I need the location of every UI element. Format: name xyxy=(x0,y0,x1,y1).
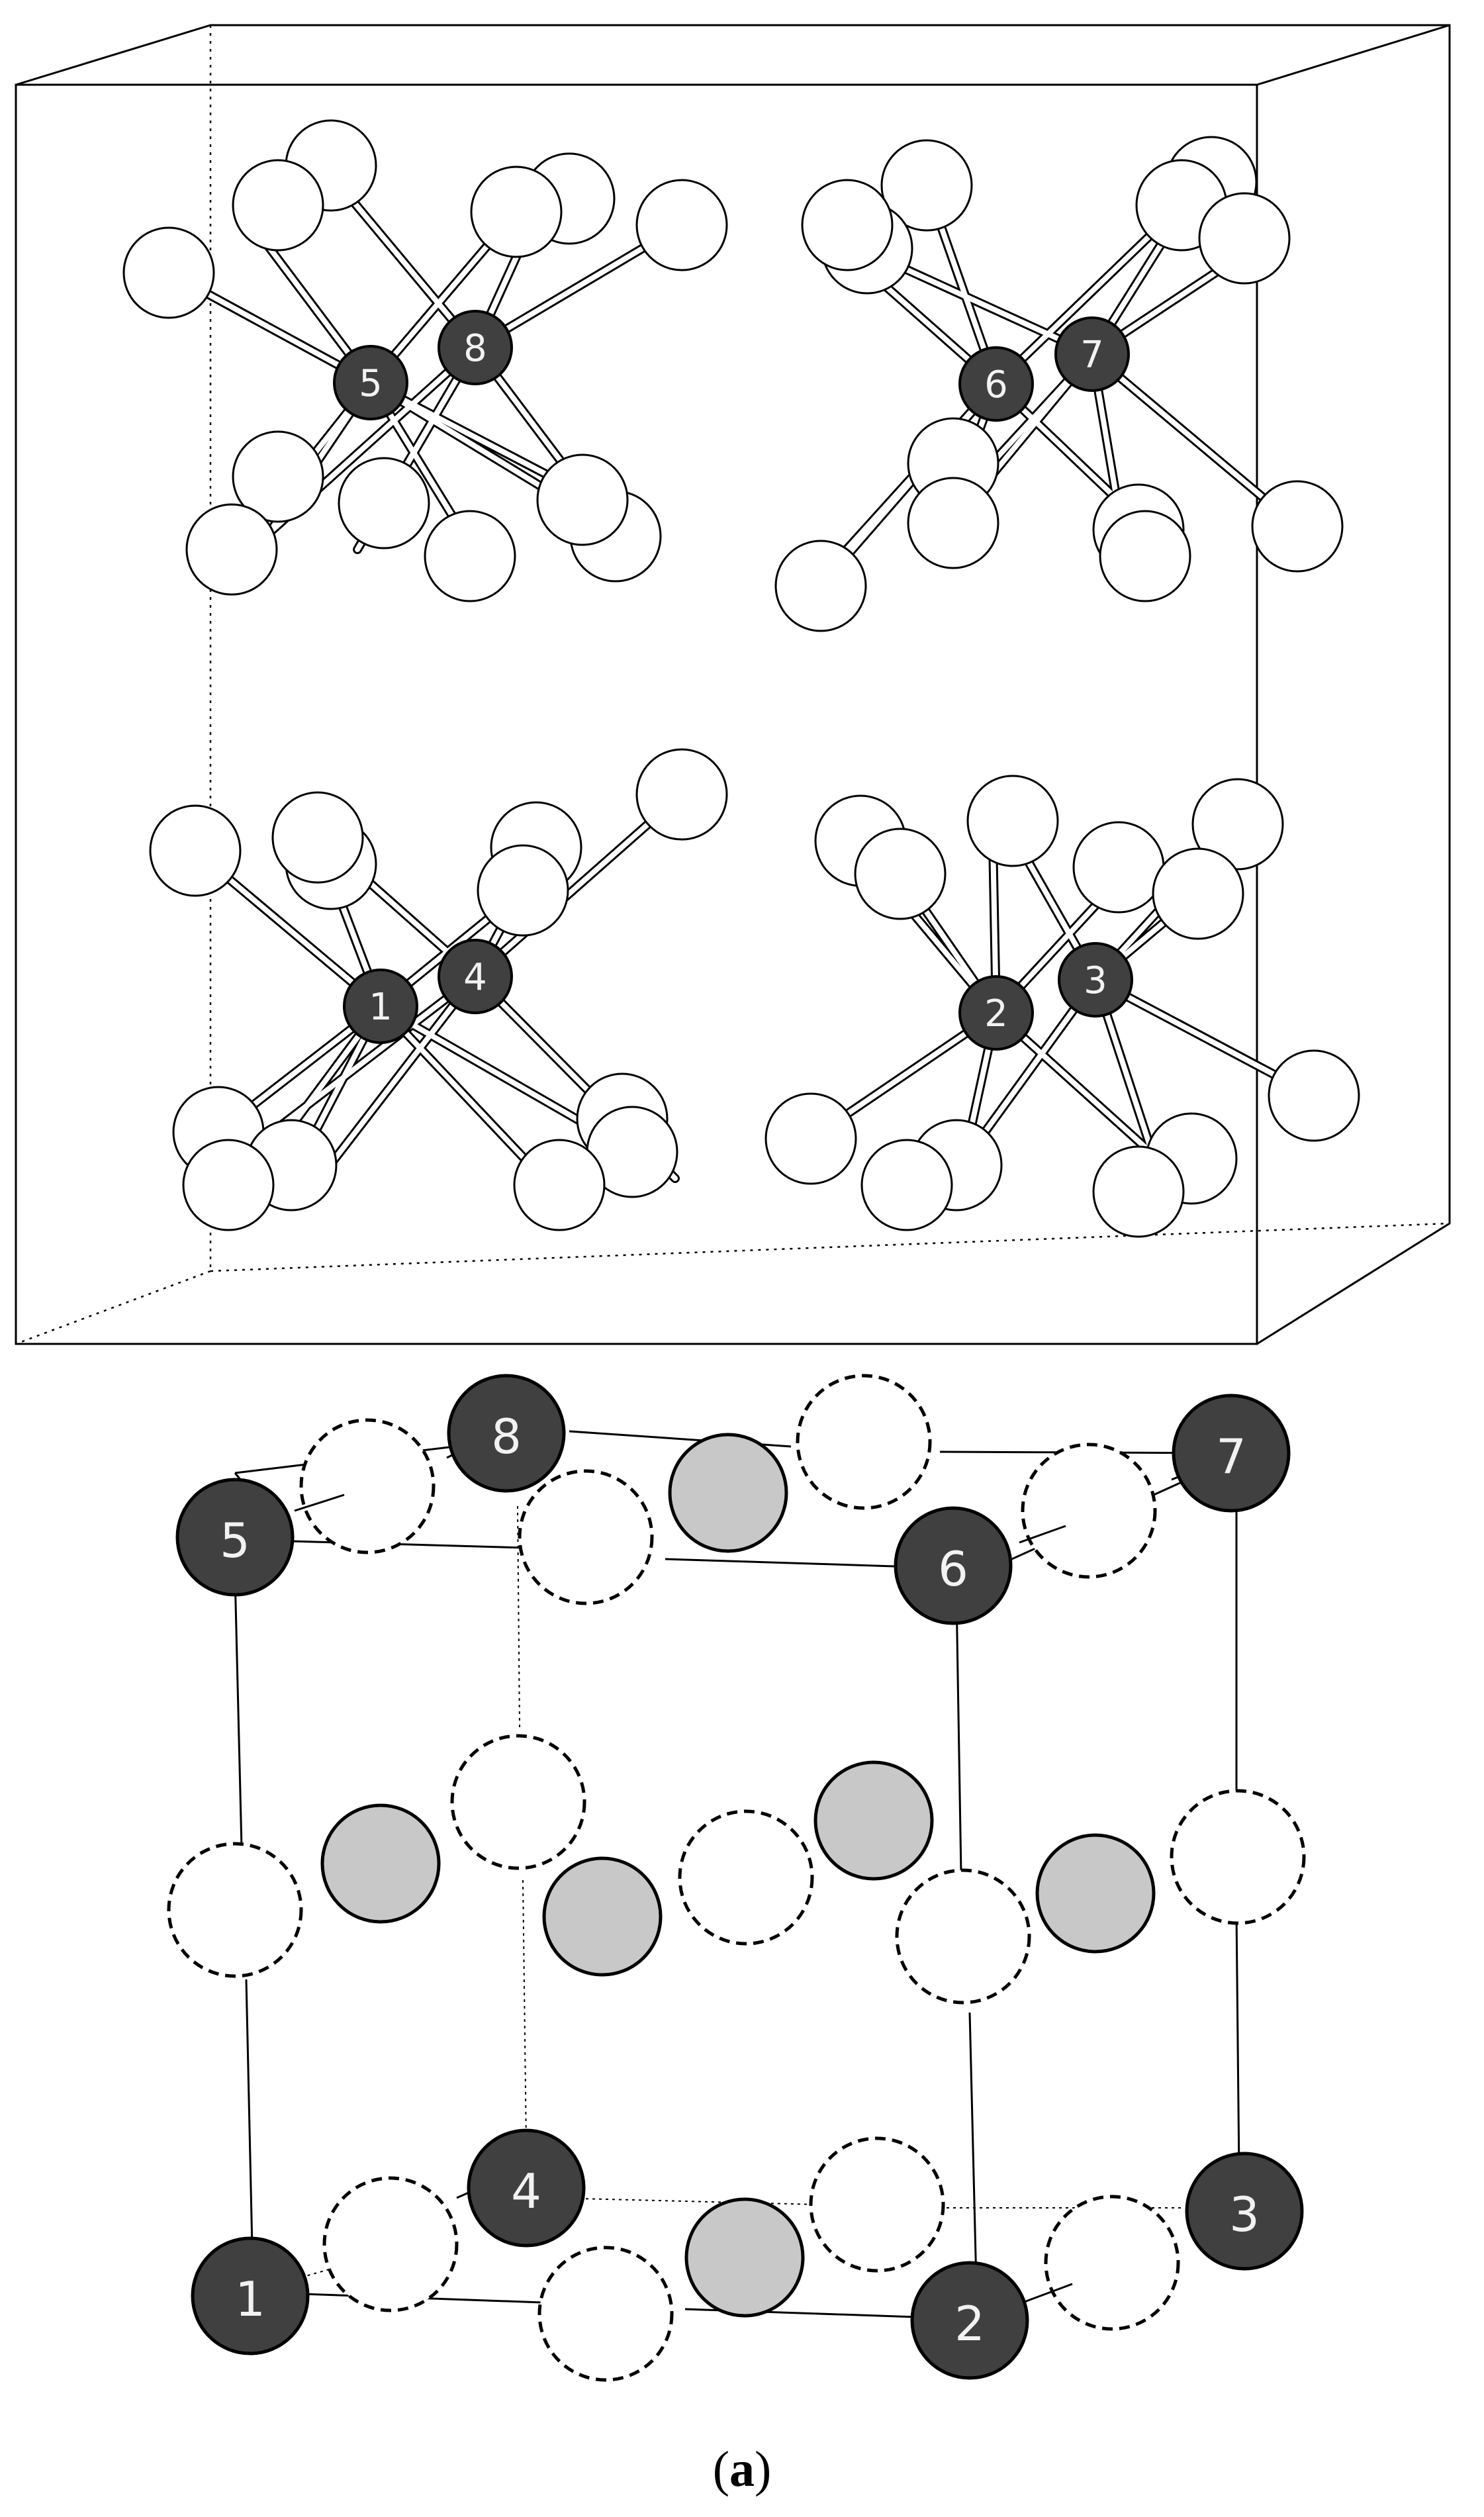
cation-label: 4 xyxy=(463,956,487,999)
anion-sphere xyxy=(271,791,364,884)
dashed-site xyxy=(809,2136,945,2273)
site-label: 4 xyxy=(511,2163,541,2219)
site-label: 5 xyxy=(220,1513,250,1568)
grey-atom xyxy=(813,1760,934,1881)
grey-atom xyxy=(542,1856,663,1977)
cation-label: 2 xyxy=(984,992,1008,1035)
dashed-site xyxy=(450,1734,586,1870)
grey-atom xyxy=(1035,1833,1156,1954)
anion-sphere xyxy=(1251,480,1344,573)
cation-label: 6 xyxy=(984,363,1008,406)
anion-sphere xyxy=(966,775,1059,867)
anion-spheres xyxy=(122,119,1360,1238)
cation-label: 1 xyxy=(369,986,393,1029)
site-label: 2 xyxy=(954,2296,985,2351)
grey-atom xyxy=(668,1433,788,1553)
anion-sphere xyxy=(338,457,430,549)
bottom-panel: 8 5 7 6 4 3 1 xyxy=(167,1374,1306,2382)
site-label: 3 xyxy=(1229,2187,1260,2242)
site-4: 4 xyxy=(467,2128,586,2248)
dashed-site xyxy=(678,1809,814,1946)
anion-sphere xyxy=(149,804,242,897)
anion-sphere xyxy=(1099,510,1191,602)
cation-2: 2 xyxy=(958,975,1034,1051)
cation-7: 7 xyxy=(1054,316,1130,392)
dashed-site xyxy=(895,1868,1031,2005)
figure-caption: (a) xyxy=(713,2442,772,2497)
site-label: 8 xyxy=(491,1409,522,1464)
anion-sphere xyxy=(185,503,278,596)
dashed-site xyxy=(299,1418,436,1554)
dashed-site xyxy=(167,1842,303,1978)
anion-sphere xyxy=(880,139,973,232)
caption-close-paren: ) xyxy=(755,2442,771,2497)
dashed-site xyxy=(1170,1789,1306,1925)
bonds-inner xyxy=(166,183,1317,1214)
dashed-site xyxy=(322,2176,459,2312)
anion-sphere xyxy=(424,510,516,602)
anion-sphere xyxy=(907,477,999,569)
anion-sphere xyxy=(513,1139,606,1231)
anion-sphere xyxy=(1072,821,1165,914)
dashed-site xyxy=(1044,2195,1180,2331)
anion-sphere xyxy=(765,1092,857,1185)
anion-sphere xyxy=(801,179,894,271)
cation-label: 3 xyxy=(1084,959,1107,1002)
anion-sphere xyxy=(122,226,215,319)
cation-sites-bottom: 8 5 7 6 4 3 1 xyxy=(175,1374,1304,2380)
vacancy-sites xyxy=(167,1374,1306,2382)
anion-sphere xyxy=(477,844,569,937)
anion-sphere xyxy=(1198,192,1291,285)
dashed-site xyxy=(518,1469,654,1605)
caption-open-paren: ( xyxy=(713,2442,729,2497)
anion-sphere xyxy=(1191,778,1284,871)
anion-sphere xyxy=(470,166,563,258)
unit-cell-box xyxy=(15,24,1451,1345)
grey-atom xyxy=(684,2197,805,2318)
cation-4: 4 xyxy=(438,939,513,1014)
anion-sphere xyxy=(854,828,947,920)
anion-sphere xyxy=(635,179,728,271)
site-label: 6 xyxy=(938,1541,968,1597)
box-top-right-edge xyxy=(1256,24,1450,86)
anion-sphere xyxy=(1268,1049,1360,1142)
site-8: 8 xyxy=(447,1374,566,1493)
cation-6: 6 xyxy=(958,346,1034,422)
anion-sphere xyxy=(536,453,629,546)
top-panel: 5 8 6 7 1 4 2 xyxy=(15,24,1451,1345)
anion-sphere xyxy=(1092,1145,1185,1238)
site-3: 3 xyxy=(1185,2152,1304,2271)
box-front-face xyxy=(15,83,1258,1345)
cation-label: 7 xyxy=(1080,334,1104,377)
site-6: 6 xyxy=(894,1506,1013,1625)
site-2: 2 xyxy=(910,2261,1029,2380)
anion-sphere xyxy=(635,748,728,841)
cation-1: 1 xyxy=(343,969,418,1044)
cation-8: 8 xyxy=(438,310,513,385)
box-hidden-edges xyxy=(15,25,1450,1345)
caption-label: a xyxy=(729,2442,755,2497)
cation-5: 5 xyxy=(333,345,408,420)
cation-spheres-top: 5 8 6 7 1 4 2 xyxy=(333,310,1133,1051)
dashed-site xyxy=(537,2246,674,2382)
dashed-site xyxy=(1021,1443,1157,1579)
interstitial-atoms xyxy=(320,1433,1156,2318)
anion-sphere xyxy=(774,540,867,632)
grey-atom xyxy=(320,1803,441,1924)
cation-label: 5 xyxy=(359,362,383,405)
cation-label: 8 xyxy=(463,327,487,370)
site-1: 1 xyxy=(191,2236,310,2355)
anion-sphere xyxy=(860,1139,953,1231)
anion-sphere xyxy=(232,159,324,252)
site-5: 5 xyxy=(175,1478,295,1597)
site-label: 1 xyxy=(235,2271,265,2327)
dashed-site xyxy=(796,1374,932,1510)
site-7: 7 xyxy=(1172,1394,1291,1513)
cation-3: 3 xyxy=(1058,942,1133,1018)
anion-sphere xyxy=(182,1139,275,1231)
site-label: 7 xyxy=(1216,1429,1246,1484)
anion-sphere xyxy=(1152,847,1244,940)
anion-sphere xyxy=(232,430,324,523)
